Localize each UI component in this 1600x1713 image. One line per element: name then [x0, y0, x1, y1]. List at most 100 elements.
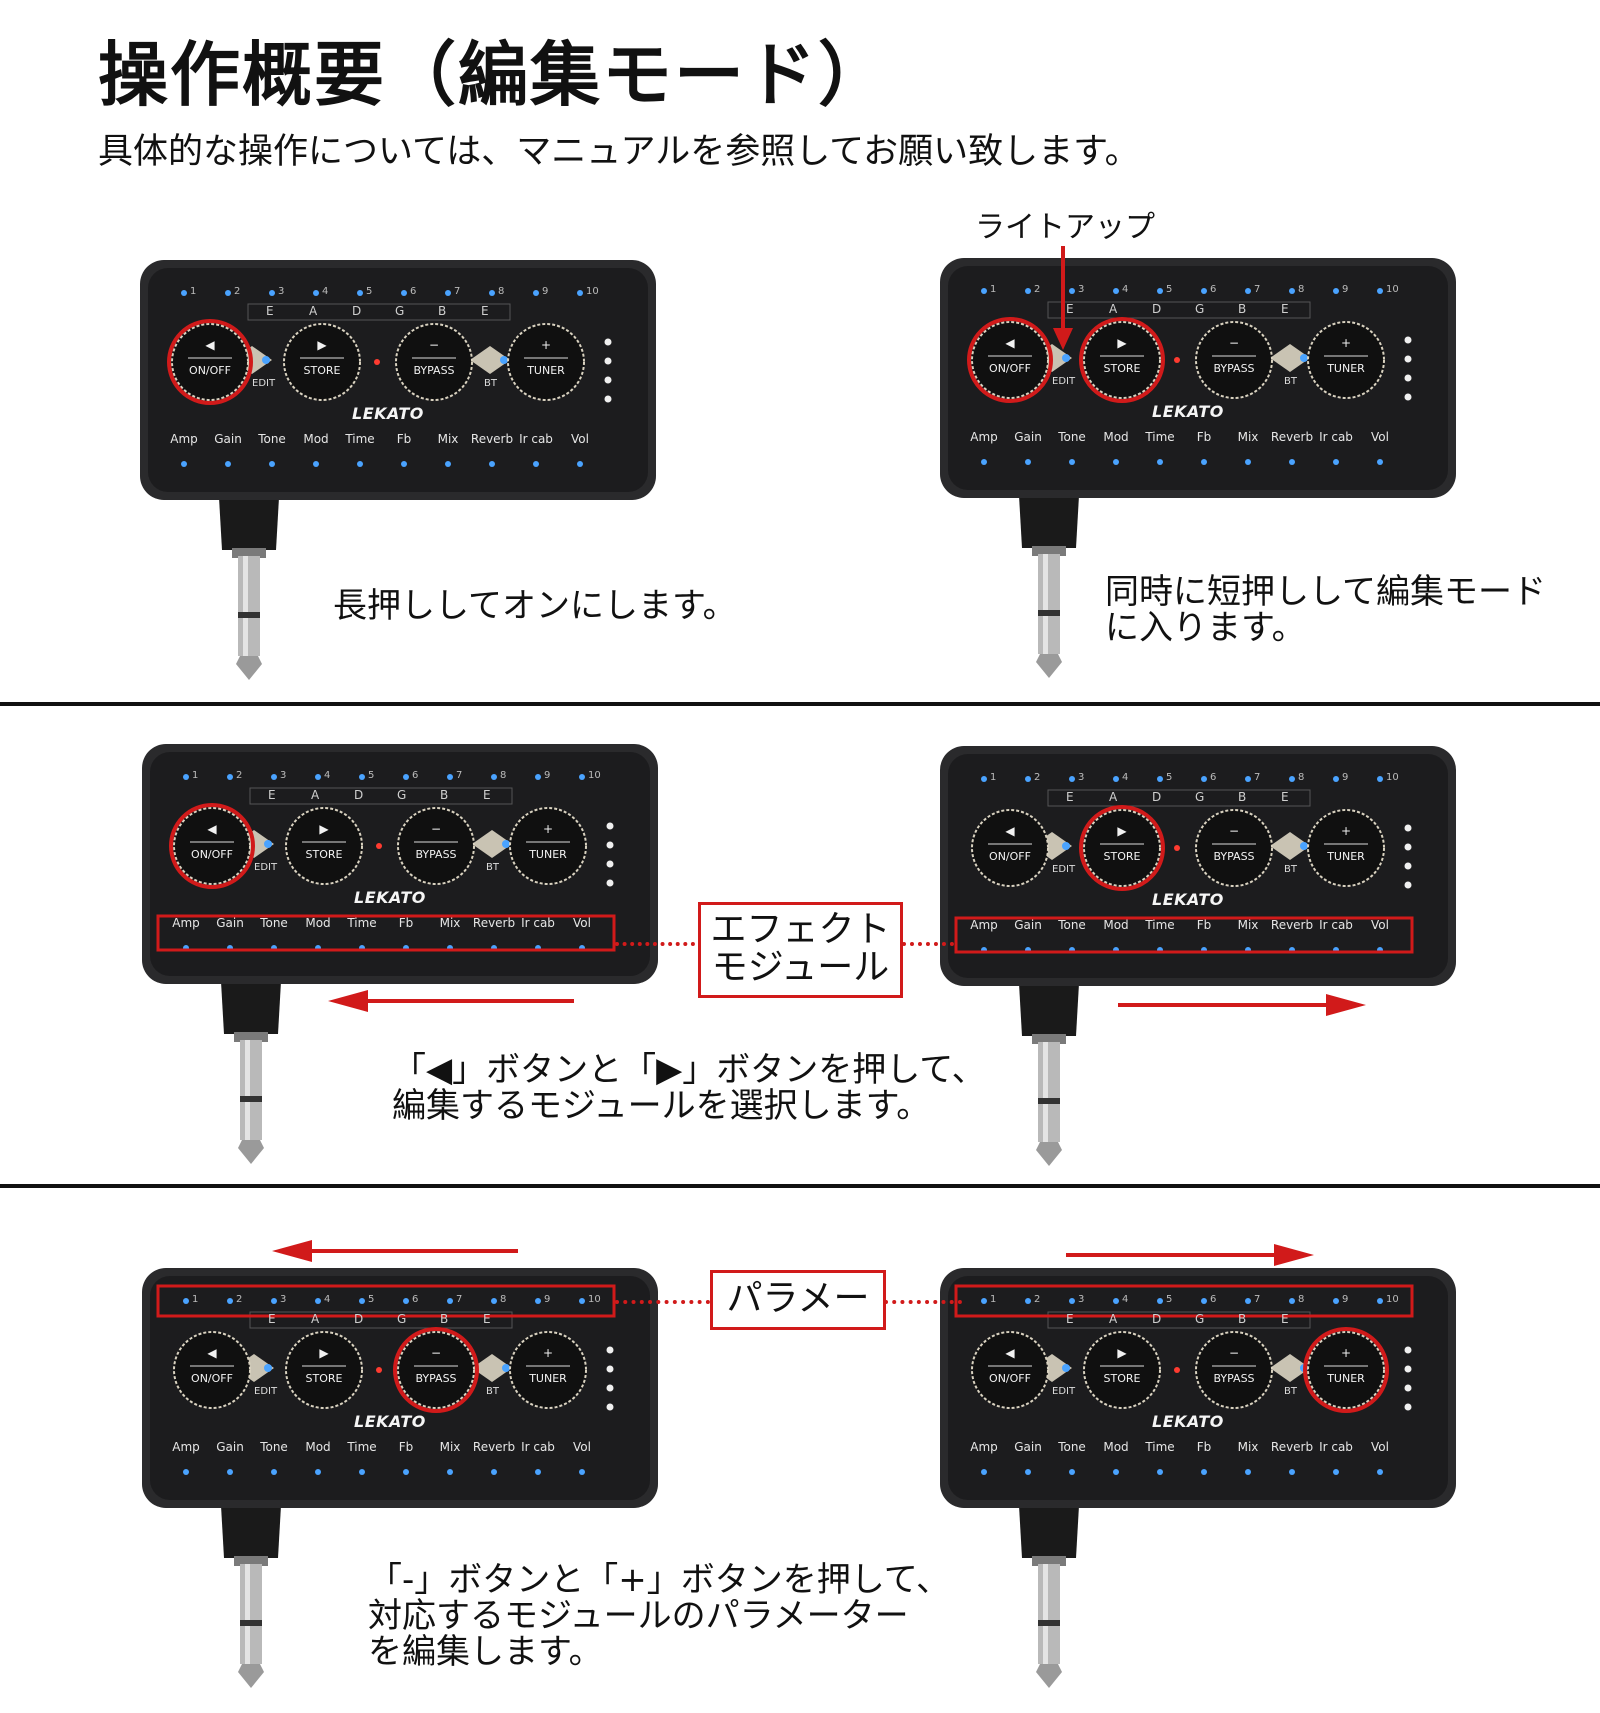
number-label: 9: [542, 286, 549, 297]
jack-ring: [1032, 1034, 1066, 1044]
power-led: [376, 843, 382, 849]
number-label: 2: [234, 286, 241, 297]
on_off-label: ON/OFF: [191, 1372, 233, 1385]
tuner-symbol: +: [542, 1346, 554, 1360]
number-led: [1069, 1298, 1075, 1304]
module-led: [1377, 459, 1383, 465]
bt-connector: [470, 346, 510, 374]
page-title: 操作概要（編集モード）: [98, 34, 890, 116]
module-label: Tone: [1058, 1440, 1086, 1454]
section-divider-1: [0, 702, 1600, 706]
number-led: [315, 774, 321, 780]
brand-logo: LEKATO: [1152, 890, 1224, 909]
bt-led: [502, 840, 510, 848]
number-led: [445, 290, 451, 296]
string-label: B: [438, 304, 447, 318]
store-highlight: [1079, 317, 1165, 403]
page-subtitle: 具体的な操作については、マニュアルを参照してお願い致します。: [98, 132, 1140, 172]
side-led: [606, 1346, 614, 1354]
side-led: [1404, 1346, 1412, 1354]
bypass-label: BYPASS: [1213, 850, 1255, 863]
number-label: 3: [280, 1294, 287, 1305]
side-led: [1404, 1384, 1412, 1392]
store-label: STORE: [305, 848, 343, 861]
module-label: Amp: [970, 918, 998, 932]
device-face: [148, 268, 648, 492]
string-box: [1047, 789, 1311, 807]
module-label: Vol: [1371, 430, 1389, 444]
module-label: Fb: [398, 1440, 414, 1454]
jack-shine: [245, 1040, 250, 1140]
number-led: [225, 290, 231, 296]
number-led: [1113, 776, 1119, 782]
module-led: [181, 461, 187, 467]
caption-step2: 同時に短押しして編集モード に入ります。: [1105, 572, 1546, 648]
module-label: Time: [347, 1440, 377, 1454]
number-label: 10: [588, 770, 601, 781]
module-led: [489, 461, 495, 467]
module-label: Gain: [1014, 430, 1042, 444]
string-label: E: [481, 304, 489, 318]
number-led: [1377, 1298, 1383, 1304]
number-label: 5: [1166, 1294, 1173, 1305]
string-label: E: [268, 1312, 276, 1326]
edit-label: EDIT: [254, 1386, 278, 1397]
bypass-label: BYPASS: [1213, 362, 1255, 375]
right-arrow-step4: [1118, 994, 1366, 1016]
device-graphic: [940, 1268, 1456, 1688]
string-label: D: [1152, 1312, 1162, 1326]
power-led: [1174, 357, 1180, 363]
module-highlight-box: [954, 916, 1414, 954]
section-divider-2: [0, 1184, 1600, 1188]
edit-led: [1062, 354, 1070, 362]
number-label: 1: [192, 1294, 199, 1305]
number-label: 8: [500, 770, 507, 781]
number-label: 3: [1078, 284, 1085, 295]
number-led: [1025, 776, 1031, 782]
jack-ring: [234, 1032, 268, 1042]
caption-step1: 長押ししてオンにします。: [333, 586, 737, 626]
bt-label: BT: [486, 862, 499, 873]
module-led: [1245, 1469, 1251, 1475]
module-label: Reverb: [1270, 430, 1314, 444]
string-label: E: [1066, 1312, 1074, 1326]
number-led: [181, 290, 187, 296]
string-label: A: [1109, 1312, 1118, 1326]
module-led: [981, 459, 987, 465]
bt-label: BT: [1284, 864, 1297, 875]
tuner-button: [1307, 321, 1385, 399]
number-label: 1: [990, 1294, 997, 1305]
jack-band: [1038, 1620, 1060, 1626]
number-led: [1157, 1298, 1163, 1304]
string-label: E: [266, 304, 274, 318]
module-label: Time: [1145, 1440, 1175, 1454]
number-led: [447, 774, 453, 780]
number-label: 4: [324, 770, 331, 781]
string-label: A: [1109, 302, 1118, 316]
number-label: 2: [236, 1294, 243, 1305]
string-label: G: [397, 1312, 407, 1326]
number-led: [1377, 776, 1383, 782]
module-led: [579, 1469, 585, 1475]
on_off-highlight: [167, 319, 253, 405]
bypass-symbol: −: [1228, 824, 1240, 838]
store-symbol: ▶: [1117, 1346, 1127, 1360]
string-label: B: [1238, 302, 1247, 316]
store-button: [1083, 1331, 1161, 1409]
string-label: G: [1195, 1312, 1205, 1326]
number-led: [401, 290, 407, 296]
module-led: [359, 1469, 365, 1475]
module-label: Vol: [1371, 1440, 1389, 1454]
edit-led: [264, 1364, 272, 1372]
jack-shine: [1043, 554, 1048, 654]
module-label: Tone: [258, 432, 286, 446]
string-box: [1047, 301, 1311, 319]
module-led: [225, 461, 231, 467]
number-led: [227, 1298, 233, 1304]
brand-logo: LEKATO: [1152, 1412, 1224, 1431]
number-label: 6: [1210, 1294, 1217, 1305]
module-led: [357, 461, 363, 467]
bt-connector: [1270, 1354, 1310, 1382]
module-label: Mod: [1103, 430, 1129, 444]
